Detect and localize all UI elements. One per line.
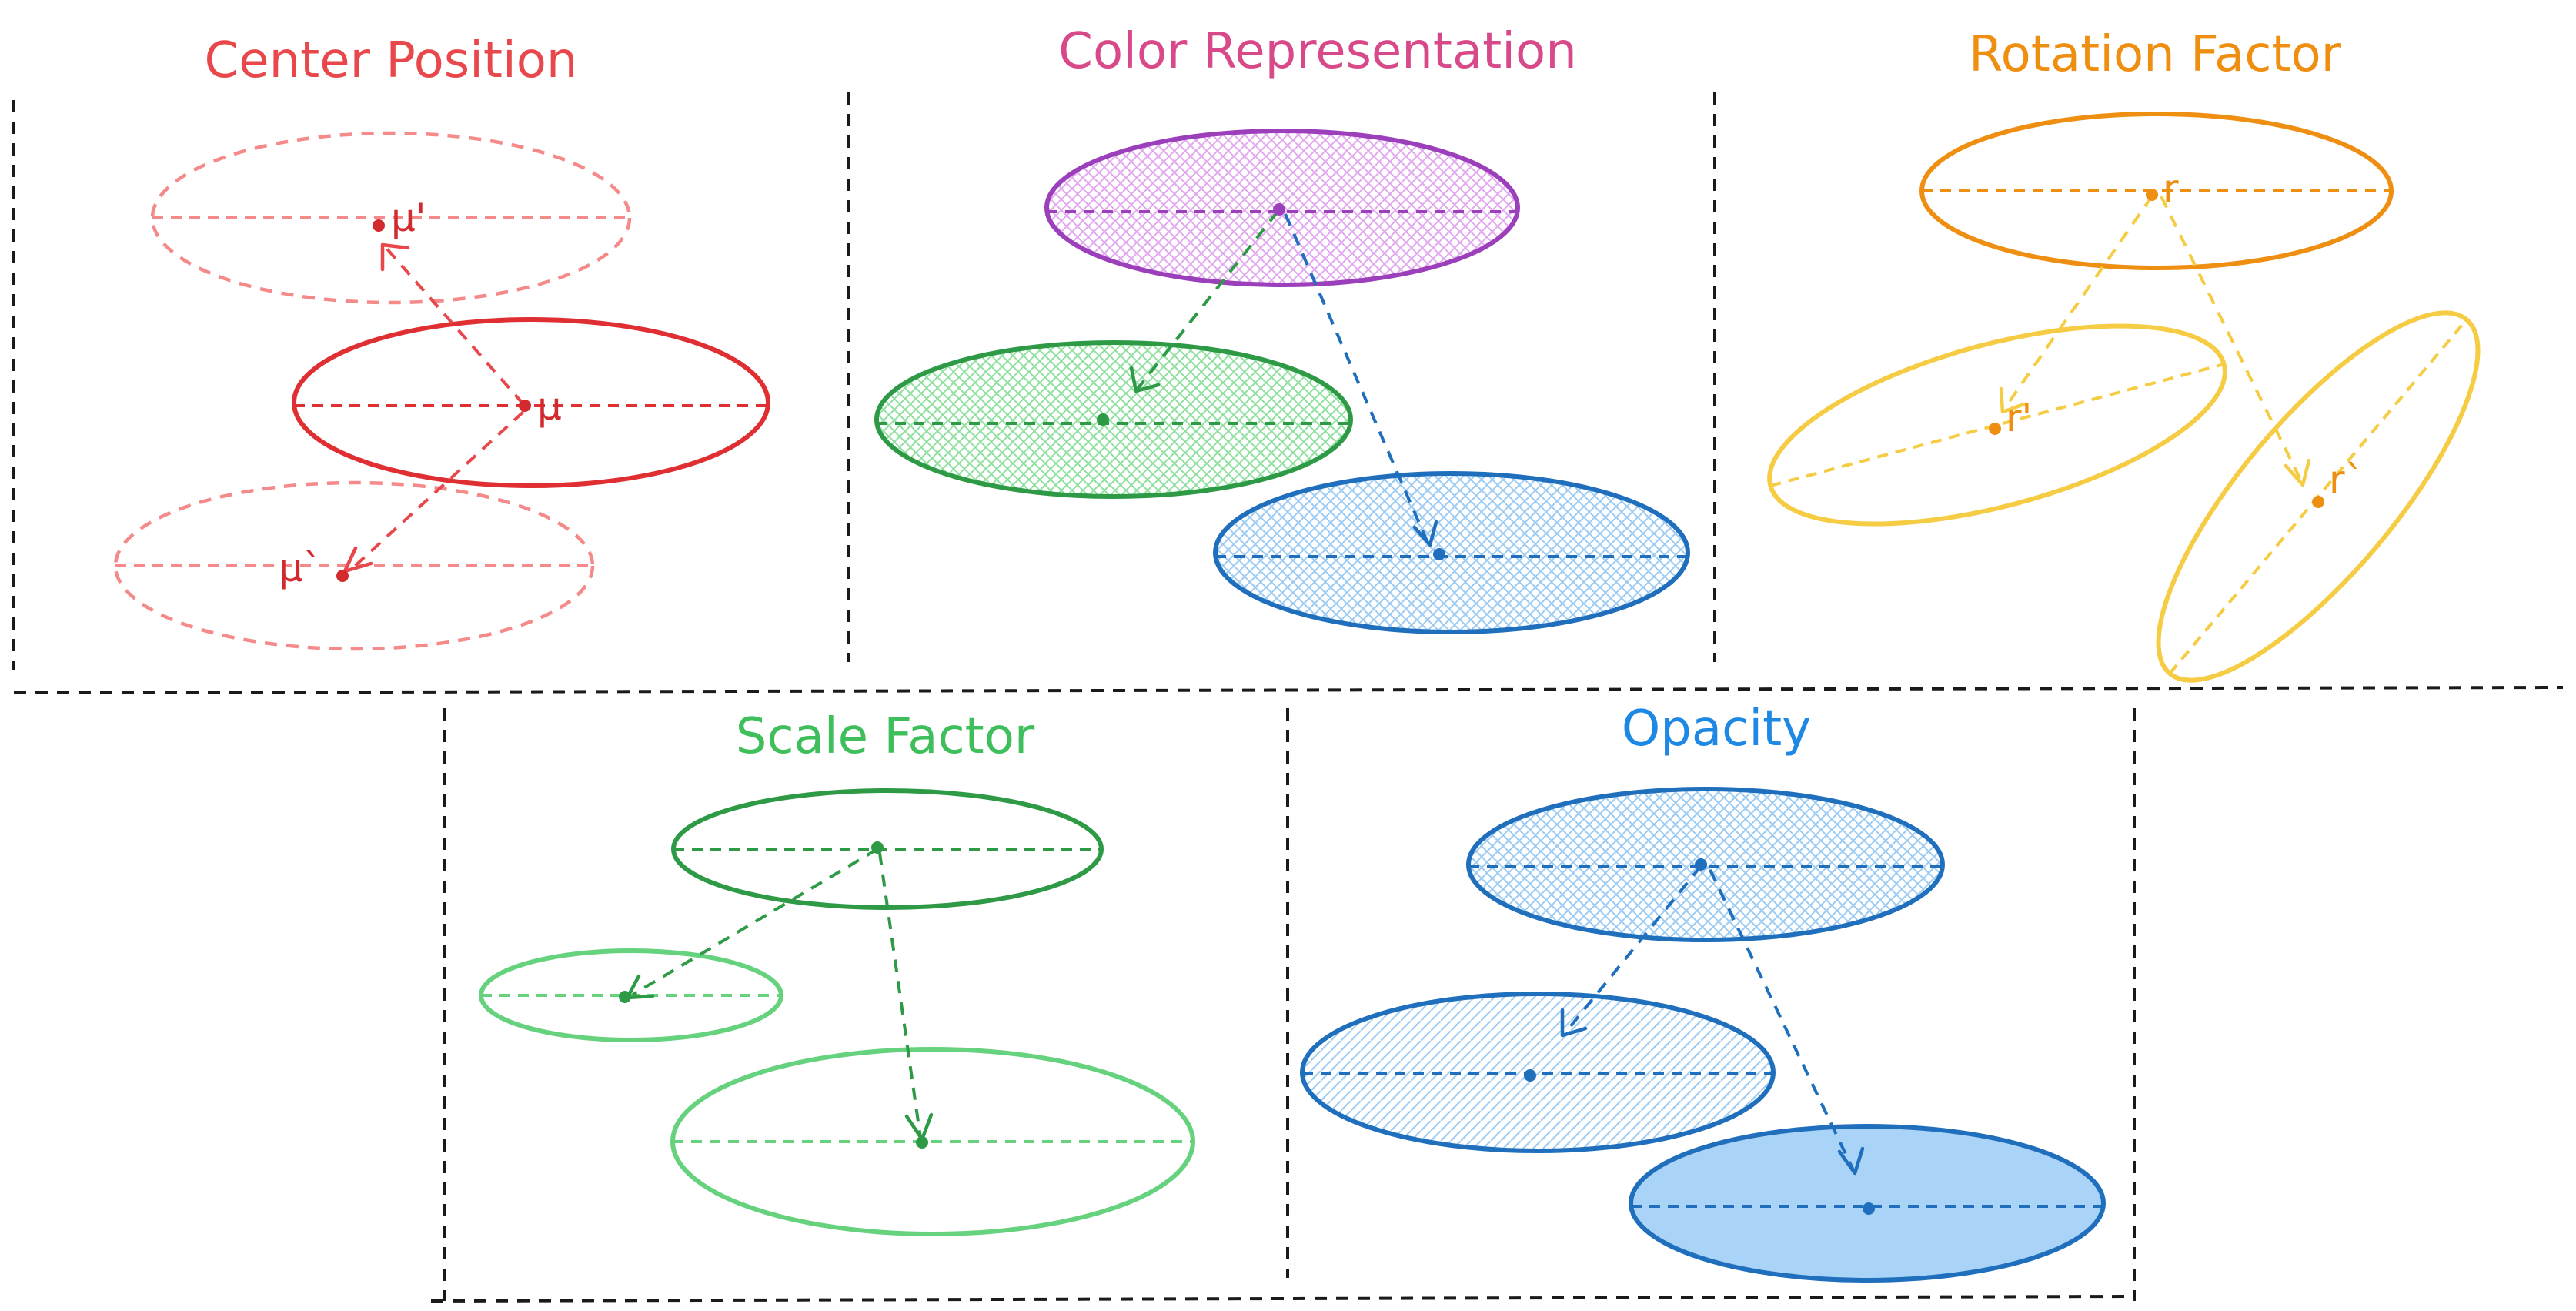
center-point xyxy=(916,1136,928,1149)
center-point xyxy=(1273,203,1285,216)
label-mu: μ xyxy=(537,384,562,429)
separator-horizontal xyxy=(13,686,2564,694)
scale-arrow-up xyxy=(878,852,922,1139)
ellipse-equator xyxy=(1769,363,2225,487)
arrowhead xyxy=(380,242,410,272)
arrowhead xyxy=(1129,366,1161,393)
arrowhead xyxy=(1560,1008,1588,1038)
panel-scale-factor: Scale Factor xyxy=(479,708,1195,1236)
center-point xyxy=(871,841,884,854)
center-point xyxy=(1097,413,1109,426)
separator-bottom-edge xyxy=(430,1295,2135,1303)
gaussian-ellipse-low-opacity xyxy=(1300,992,1776,1153)
panel-title: Rotation Factor xyxy=(1969,26,2342,83)
panel-center-position: Center Position μ' μ μ` xyxy=(113,32,770,651)
label-r: r xyxy=(2163,166,2179,211)
arrowhead xyxy=(342,546,373,574)
panel-rotation-factor: Rotation Factor r r' r` xyxy=(1767,26,2481,683)
gaussian-ellipse-original xyxy=(292,317,770,488)
center-point xyxy=(1863,1202,1875,1215)
panel-title: Color Representation xyxy=(1058,23,1577,80)
panel-opacity: Opacity xyxy=(1300,701,2106,1283)
panel-title: Opacity xyxy=(1622,701,1811,758)
gaussian-ellipse-blue xyxy=(1213,471,1690,634)
color-change-arrow-blue xyxy=(1284,213,1429,543)
rotation-arrow-slight xyxy=(2003,195,2153,410)
center-point xyxy=(2146,189,2158,201)
panel-title: Scale Factor xyxy=(736,708,1035,765)
panel-title: Center Position xyxy=(205,32,578,89)
label-mu-prime: μ' xyxy=(391,196,426,240)
center-point xyxy=(519,400,531,412)
center-point xyxy=(1524,1069,1536,1082)
center-point xyxy=(373,219,385,232)
arrowhead xyxy=(2284,458,2311,487)
panel-color-representation: Color Representation xyxy=(874,23,1690,634)
scale-arrow-down xyxy=(631,848,879,996)
label-mu-backtick: μ` xyxy=(279,546,322,590)
center-point xyxy=(1433,548,1445,560)
center-point xyxy=(1989,423,2001,435)
opacity-arrow-lower xyxy=(1565,865,1702,1033)
gaussian-ellipse-green xyxy=(874,340,1353,499)
color-change-arrow-green xyxy=(1136,210,1279,390)
shift-down-arrow xyxy=(351,410,525,570)
center-point xyxy=(336,570,349,582)
gaussian-ellipse-shifted-down xyxy=(113,480,595,651)
label-r-backtick: r` xyxy=(2329,457,2364,502)
panel-separators xyxy=(12,92,2564,1303)
arrowhead xyxy=(1412,520,1438,547)
gaussian-ellipse-shifted-up xyxy=(150,131,632,305)
rotation-arrow-steep xyxy=(2160,196,2303,482)
arrowhead xyxy=(1837,1146,1865,1176)
center-point xyxy=(619,991,631,1003)
shift-up-arrow xyxy=(383,245,525,406)
center-point xyxy=(2312,496,2324,508)
arrowhead xyxy=(1999,386,2026,414)
center-point xyxy=(1695,858,1707,871)
label-r-prime: r' xyxy=(2006,396,2032,440)
